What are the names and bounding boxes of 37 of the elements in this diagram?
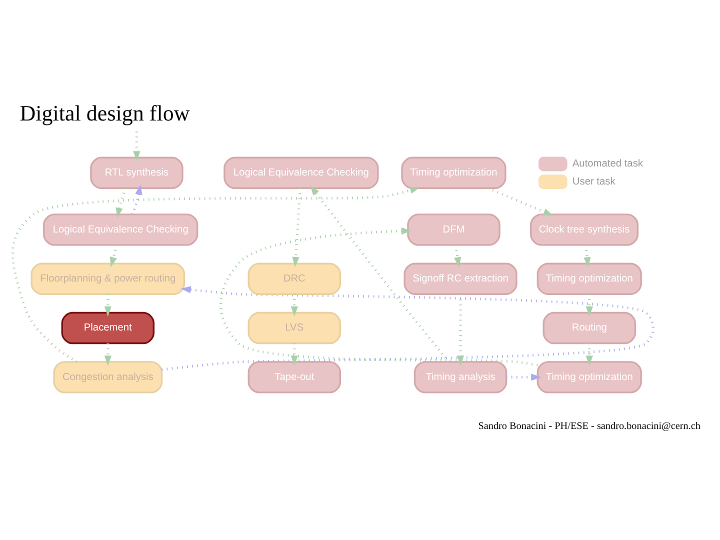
diagram-title: Digital design flow bbox=[20, 100, 190, 125]
arrow bbox=[133, 130, 140, 161]
node-box: Logical Equivalence Checking bbox=[224, 156, 379, 188]
node-box: Placement bbox=[61, 311, 155, 344]
node-box: Clock tree synthesis bbox=[530, 213, 639, 246]
arrow bbox=[586, 294, 593, 316]
arrow bbox=[116, 187, 127, 218]
node-box: Routing bbox=[542, 311, 636, 344]
arrow bbox=[292, 188, 302, 267]
node-box: Signoff RC extraction bbox=[404, 262, 518, 294]
legend-label: User task bbox=[572, 176, 616, 187]
legend-label: Automated task bbox=[572, 158, 643, 170]
node-box: Timing optimization bbox=[536, 262, 642, 294]
arrow bbox=[131, 184, 142, 214]
arrow bbox=[488, 186, 554, 216]
arrow bbox=[104, 342, 112, 366]
arrow bbox=[310, 184, 450, 362]
node-box: Tape-out bbox=[248, 360, 341, 393]
node-box: Timing analysis bbox=[414, 360, 508, 393]
arrow bbox=[454, 244, 462, 267]
arrow bbox=[584, 244, 591, 267]
arrow bbox=[586, 342, 593, 366]
arrow bbox=[220, 226, 538, 366]
arrow bbox=[290, 342, 298, 366]
arrow bbox=[162, 286, 654, 370]
arrow bbox=[11, 186, 420, 362]
node-box: Logical Equivalence Checking bbox=[43, 213, 198, 246]
arrow bbox=[506, 373, 542, 380]
node-box: Timing optimization bbox=[536, 360, 642, 393]
node-box: DFM bbox=[407, 213, 500, 246]
arrow bbox=[456, 294, 464, 366]
label: Sandro Bonacini - PH/ESE - sandro.bonacini@cern.ch bbox=[478, 420, 701, 432]
arrow bbox=[110, 244, 118, 267]
arrow bbox=[290, 294, 298, 316]
node-box: Timing optimization bbox=[401, 156, 506, 188]
arrow bbox=[104, 294, 112, 316]
node-box: RTL synthesis bbox=[90, 156, 184, 188]
